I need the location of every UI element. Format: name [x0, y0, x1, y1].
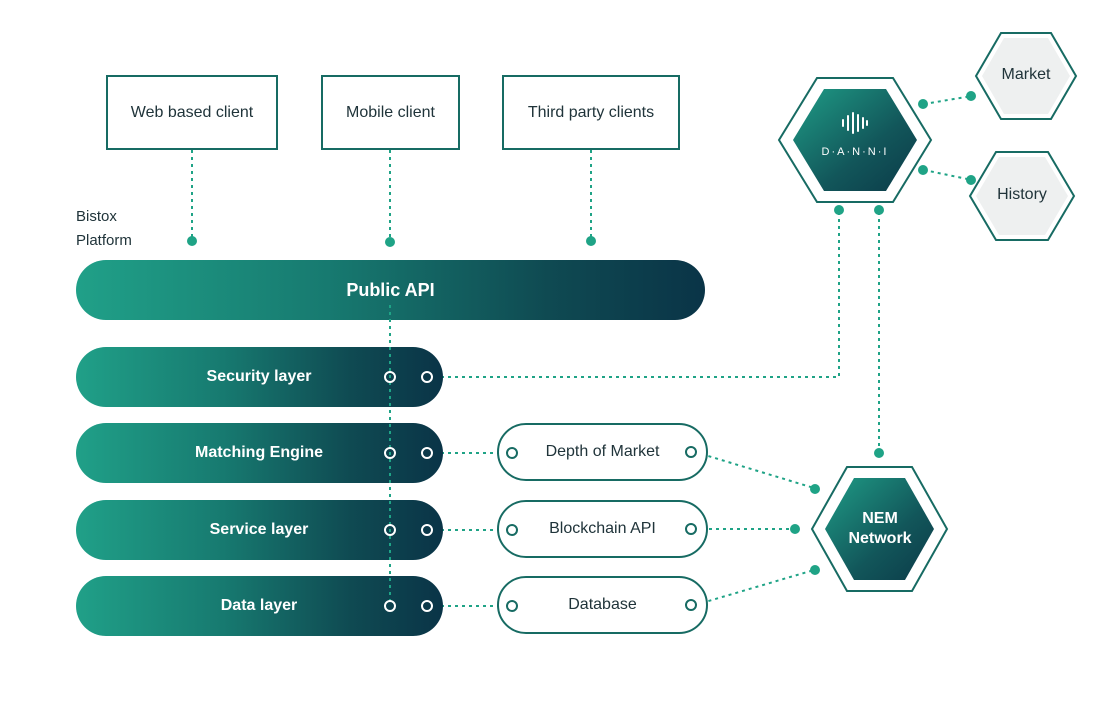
data-layer-label: Data layer — [220, 597, 298, 614]
data-out-node — [421, 600, 433, 612]
data-layer-bar: Data layer — [76, 576, 443, 636]
depth-of-market-label: Depth of Market — [545, 443, 660, 460]
blockchain-api-pill: Blockchain API — [497, 500, 708, 558]
public-api-bar: Public API — [76, 260, 705, 320]
depth-nem-connector — [694, 451, 815, 489]
blockchain-in-node — [506, 524, 518, 536]
service-layer-label: Service layer — [209, 521, 309, 538]
depth-out-node — [685, 446, 697, 458]
data-bus-node — [384, 600, 396, 612]
service-bus-node — [384, 524, 396, 536]
matching-engine-label: Matching Engine — [195, 444, 323, 461]
nem-network-label: NEM Network — [825, 506, 935, 552]
danni-market-connector — [923, 95, 973, 105]
nem-label-line1: NEM — [862, 510, 898, 527]
sound-wave-icon — [800, 108, 910, 138]
web-client-node — [187, 236, 197, 246]
history-hexagon — [968, 151, 1076, 241]
database-nem-connector — [694, 569, 815, 606]
platform-label-line2: Platform — [76, 232, 132, 249]
public-api-label: Public API — [346, 279, 435, 300]
danni-label: D·A·N·N·I — [821, 146, 889, 158]
platform-label: Bistox Platform — [76, 205, 166, 253]
database-label: Database — [568, 596, 637, 613]
market-hexagon — [974, 32, 1078, 120]
blockchain-api-label: Blockchain API — [549, 520, 656, 537]
matching-engine-bar: Matching Engine — [76, 423, 443, 483]
depth-of-market-pill: Depth of Market — [497, 423, 708, 481]
platform-label-line1: Bistox — [76, 208, 117, 225]
security-layer-bar: Security layer — [76, 347, 443, 407]
matching-out-node — [421, 447, 433, 459]
mobile-client-node — [385, 237, 395, 247]
security-out-node — [421, 371, 433, 383]
danni-hexagon — [777, 77, 933, 203]
service-layer-bar: Service layer — [76, 500, 443, 560]
security-danni-connector — [434, 212, 840, 378]
third-party-node — [586, 236, 596, 246]
security-bus-node — [384, 371, 396, 383]
security-layer-label: Security layer — [206, 368, 312, 385]
service-out-node — [421, 524, 433, 536]
third-party-client-label: Third party clients — [527, 103, 655, 121]
history-label: History — [997, 186, 1047, 203]
database-out-node — [685, 599, 697, 611]
blockchain-out-node — [685, 523, 697, 535]
nem-label-line2: Network — [848, 530, 912, 547]
web-client-box: Web based client — [106, 75, 278, 150]
market-label: Market — [1001, 66, 1051, 83]
mobile-client-box: Mobile client — [321, 75, 460, 150]
database-pill: Database — [497, 576, 708, 634]
danni-history-connector — [923, 169, 973, 181]
third-party-client-box: Third party clients — [502, 75, 680, 150]
depth-in-node — [506, 447, 518, 459]
mobile-client-label: Mobile client — [346, 103, 435, 121]
nem-hexagon — [810, 466, 949, 592]
database-in-node — [506, 600, 518, 612]
web-client-label: Web based client — [130, 103, 254, 121]
matching-bus-node — [384, 447, 396, 459]
